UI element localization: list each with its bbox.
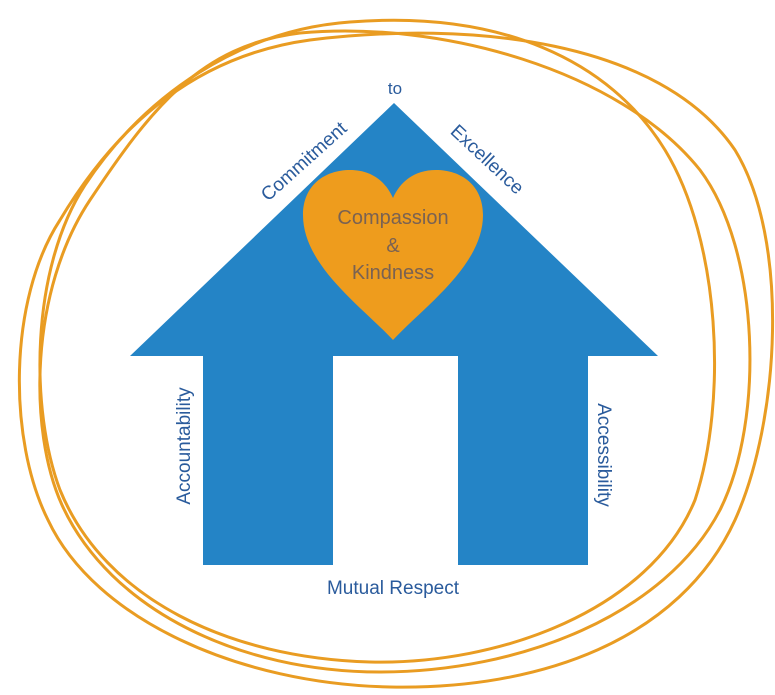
roof-peak-label: to [388,79,402,98]
heart-label-line3: Kindness [352,262,434,284]
heart-label-line1: Compassion [337,207,448,229]
orange-loops [17,18,774,689]
orange-loop-middle [38,29,752,674]
left-wall-label: Accountability [174,387,195,505]
orange-loop-outer [17,31,774,689]
heart-shape [303,170,483,340]
heart-label-line2: & [386,235,400,257]
right-wall-label: Accessibility [593,403,614,507]
orange-loop-inner [38,18,717,664]
foundation-label: Mutual Respect [327,578,460,599]
